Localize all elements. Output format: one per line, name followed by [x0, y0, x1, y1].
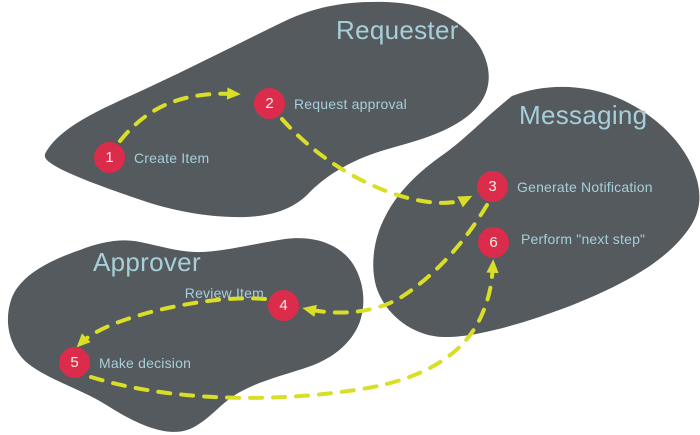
step-6-badge: 6	[478, 227, 509, 258]
approver-blob	[7, 238, 364, 432]
group-title-approver: Approver	[93, 247, 201, 277]
step-6: 6 Perform "next step"	[478, 227, 645, 258]
step-5-label: Make decision	[99, 354, 192, 371]
step-3-badge: 3	[477, 171, 508, 202]
step-6-label: Perform "next step"	[521, 230, 646, 247]
step-2: 2 Request approval	[254, 88, 407, 119]
step-4-label: Review Item	[184, 284, 264, 301]
step-2-badge: 2	[254, 88, 285, 119]
group-title-requester: Requester	[336, 15, 459, 45]
step-3-number: 3	[488, 178, 497, 195]
arrow-step3-to-step4	[302, 203, 489, 317]
step-5-badge: 5	[59, 347, 90, 378]
step-3-label: Generate Notification	[517, 178, 653, 195]
step-2-label: Request approval	[294, 95, 407, 112]
step-1-badge: 1	[94, 142, 125, 173]
step-1: 1 Create Item	[94, 142, 209, 173]
arrow-step1-to-step2	[118, 87, 241, 143]
arrow-step5-to-step6	[89, 259, 499, 400]
step-4-badge: 4	[268, 290, 299, 321]
arrow-step2-to-step3	[280, 117, 473, 208]
step-2-number: 2	[265, 95, 274, 112]
group-title-messaging: Messaging	[519, 100, 648, 130]
arrow-step4-to-step5	[76, 296, 267, 348]
step-1-label: Create Item	[134, 149, 210, 166]
step-3: 3 Generate Notification	[477, 171, 653, 202]
step-1-number: 1	[105, 149, 114, 166]
step-4-number: 4	[279, 297, 288, 314]
step-5-number: 5	[70, 354, 79, 371]
step-4: 4 Review Item	[185, 286, 299, 321]
messaging-blob	[373, 86, 700, 338]
step-5: 5 Make decision	[59, 347, 191, 378]
step-6-number: 6	[489, 234, 498, 251]
